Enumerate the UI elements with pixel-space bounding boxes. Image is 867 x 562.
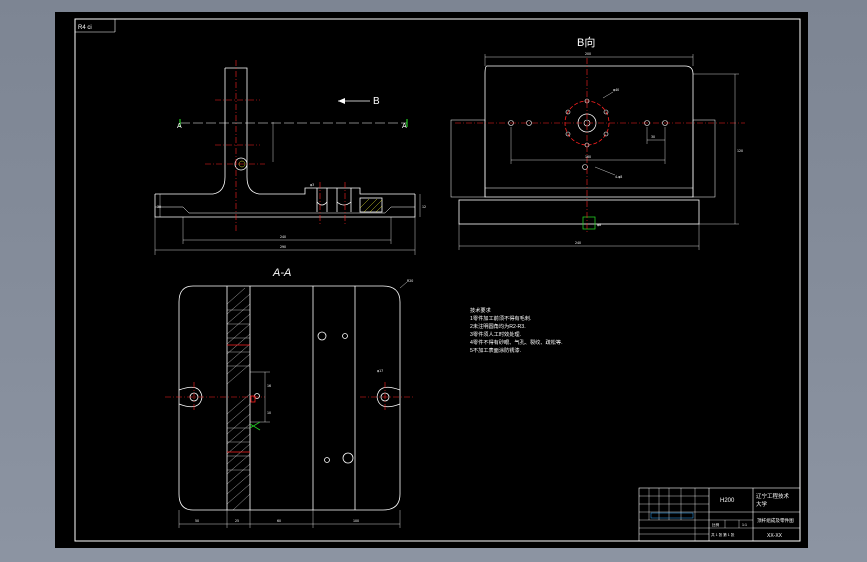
- front-view-dimensions: [154, 122, 421, 255]
- svg-text:240: 240: [575, 241, 581, 245]
- engineering-drawing: R4 ci A: [74, 18, 801, 542]
- front-view-centerlines: [205, 60, 346, 232]
- svg-text:25: 25: [235, 519, 239, 523]
- view-b-title: B向: [577, 35, 595, 49]
- svg-text:10: 10: [267, 411, 271, 415]
- svg-text:200: 200: [585, 52, 591, 56]
- svg-text:φ40: φ40: [613, 88, 619, 92]
- svg-text:φ8: φ8: [597, 223, 601, 227]
- tech-note-3: 3零件须人工时效处理.: [470, 330, 521, 338]
- drawing-border: [74, 18, 801, 542]
- section-a-dim-text: 50 25 60 100 16 10 R20 φ17: [195, 279, 413, 523]
- svg-text:30: 30: [157, 205, 161, 209]
- section-a-hatch: [226, 287, 251, 511]
- svg-text:290: 290: [280, 245, 286, 249]
- school-line-1: 辽宁工程技术: [756, 492, 790, 500]
- tech-notes: 技术要求 1零件加工前须不得有毛刺. 2未注明圆角均为R2-R3. 3零件须人工…: [470, 306, 563, 354]
- corner-tag: R4 ci: [78, 25, 92, 31]
- section-a-green: [249, 421, 261, 431]
- svg-text:240: 240: [280, 235, 286, 239]
- view-b-centerlines: [455, 58, 745, 234]
- tech-note-2: 2未注明圆角均为R2-R3.: [470, 322, 526, 330]
- part-name: 顶杆组成及零件图: [757, 517, 794, 524]
- svg-text:12: 12: [422, 205, 426, 209]
- svg-text:R20: R20: [407, 279, 413, 283]
- section-cut-line: A A: [177, 119, 408, 130]
- view-b: [450, 65, 716, 230]
- drawing-number: XX-XX: [767, 533, 783, 539]
- scale-label: 比例: [712, 522, 720, 527]
- title-block-highlight: [650, 512, 694, 519]
- section-a-red-details: [227, 344, 256, 453]
- svg-text:4-φ8: 4-φ8: [615, 175, 622, 179]
- section-mark-left: A: [177, 123, 182, 130]
- tech-note-1: 1零件加工前须不得有毛刺.: [470, 314, 531, 322]
- section-a-centerlines: [165, 382, 415, 412]
- svg-text:100: 100: [353, 519, 359, 523]
- scale-value: 1:1: [742, 523, 747, 527]
- title-block-text: H200 辽宁工程技术 大学 顶杆组成及零件图 XX-XX 比例 1:1 共 1…: [650, 492, 794, 539]
- svg-text:50: 50: [195, 519, 199, 523]
- front-view-dim-text: 290 240 30 12 φ3: [157, 183, 426, 249]
- view-b-arrow-label: B: [373, 96, 380, 107]
- cad-viewport[interactable]: R4 ci A: [55, 12, 808, 548]
- title-block: [638, 487, 801, 542]
- tech-notes-title: 技术要求: [470, 306, 492, 314]
- section-a-title: A-A: [272, 267, 291, 279]
- svg-text:60: 60: [277, 519, 281, 523]
- svg-text:φ17: φ17: [377, 369, 383, 373]
- front-view: [154, 67, 416, 218]
- tech-note-5: 5不加工表面涂防锈漆.: [470, 346, 521, 354]
- svg-text:160: 160: [585, 155, 591, 159]
- school-line-2: 大学: [756, 500, 768, 508]
- section-a-view: [178, 285, 401, 511]
- view-b-arrow: B: [338, 96, 380, 107]
- svg-text:120: 120: [737, 149, 743, 153]
- svg-text:30: 30: [651, 135, 655, 139]
- material-label: H200: [720, 498, 735, 504]
- tech-note-4: 4零件不得有砂眼、气孔、裂纹、疏松等.: [470, 338, 563, 346]
- section-a-dimensions: [178, 281, 408, 528]
- view-b-dim-text: 200 240 160 30 120 φ40 4-φ8 φ8: [575, 52, 743, 245]
- view-b-dimensions: [458, 54, 739, 250]
- section-mark-right: A: [402, 123, 407, 130]
- svg-text:φ3: φ3: [310, 183, 314, 187]
- sheet-count: 共 1 张 第 1 张: [711, 532, 735, 537]
- svg-text:16: 16: [267, 384, 271, 388]
